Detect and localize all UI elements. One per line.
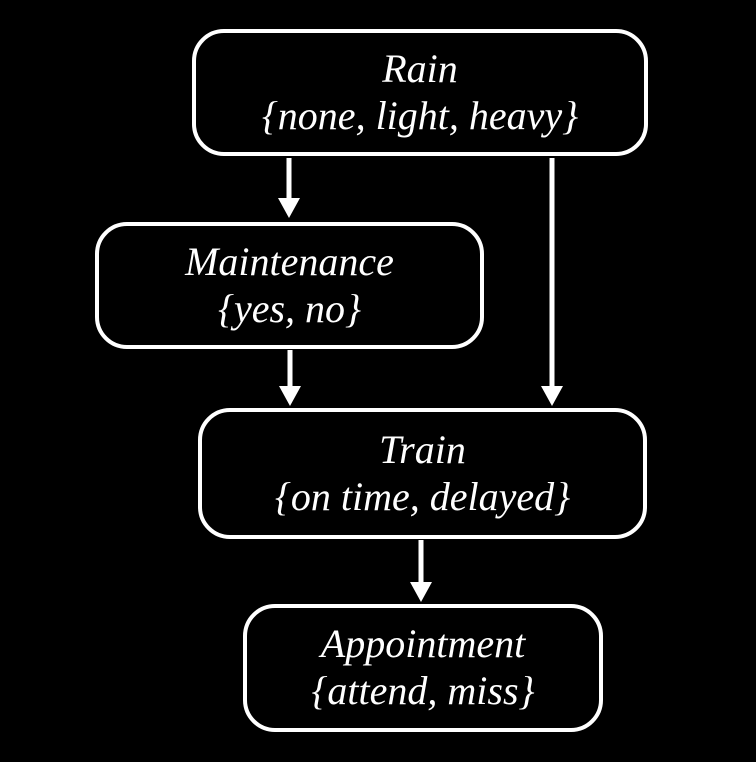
- node-maintenance-values: {yes, no}: [217, 285, 362, 331]
- node-train: Train {on time, delayed}: [198, 408, 647, 539]
- node-appointment: Appointment {attend, miss}: [243, 604, 603, 732]
- node-maintenance: Maintenance {yes, no}: [95, 222, 484, 349]
- node-rain-label: Rain: [382, 45, 458, 91]
- edge-arrow-maintenance-to-train: [279, 350, 301, 406]
- node-train-label: Train: [379, 426, 466, 472]
- node-train-values: {on time, delayed}: [274, 473, 571, 519]
- node-maintenance-label: Maintenance: [185, 238, 394, 284]
- edge-arrow-train-to-appointment: [410, 540, 432, 602]
- edge-arrow-rain-to-maintenance: [278, 158, 300, 218]
- node-rain: Rain {none, light, heavy}: [192, 29, 648, 156]
- node-appointment-label: Appointment: [320, 621, 526, 667]
- node-rain-values: {none, light, heavy}: [261, 92, 579, 138]
- edge-arrow-rain-to-train: [541, 158, 563, 406]
- node-appointment-values: {attend, miss}: [311, 668, 535, 713]
